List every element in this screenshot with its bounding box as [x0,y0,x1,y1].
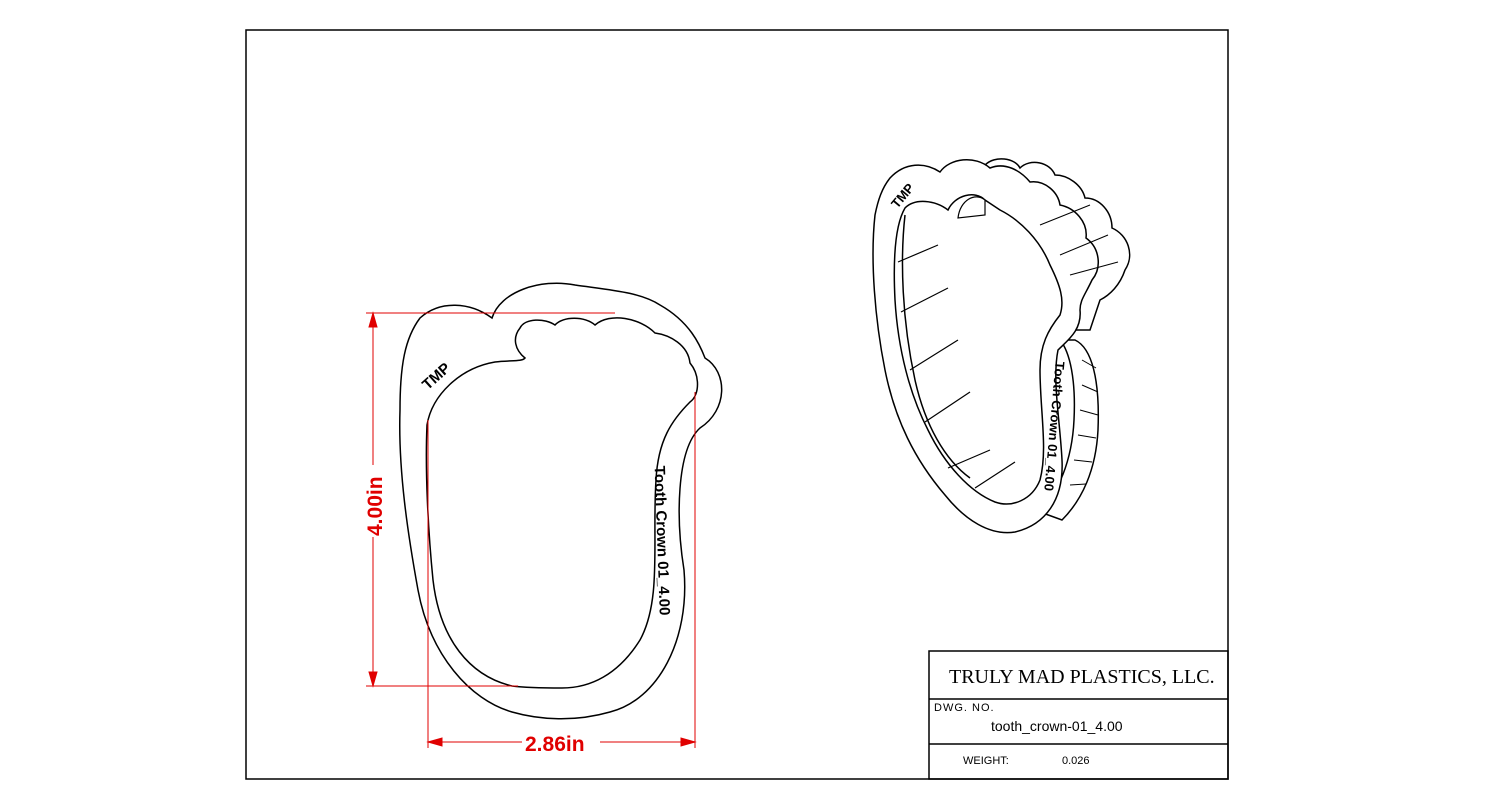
iso-view [872,158,1131,534]
company-name: TRULY MAD PLASTICS, LLC. [949,666,1215,688]
weight-label: WEIGHT: [963,755,1009,767]
iso-seg-5 [947,449,991,469]
front-outer-outline [399,282,723,720]
iso-wall-segments [897,196,1016,489]
dwg-no-value: tooth_crown-01_4.00 [991,718,1123,734]
iso-seg-2 [900,287,949,313]
iso-top-notch [957,196,986,219]
dimensions [366,311,697,748]
iso-inner-wall [901,214,971,479]
height-arrow-bottom [368,671,378,688]
iso-seg-3 [909,339,959,371]
front-inner-outline [425,317,699,689]
height-arrow-top [368,311,378,328]
width-dimension-label: 2.86in [525,733,585,756]
sheet-border [245,29,1229,780]
width-arrow-left [426,737,443,747]
front-engraving-tmp: TMP [419,360,454,394]
front-engraving-name: Tooth Crown 01_4.00 [651,465,673,615]
height-dimension-label: 4.00in [364,476,387,536]
width-arrow-right [680,737,697,747]
iso-seg-1 [897,244,939,263]
dwg-no-label: DWG. NO. [934,702,995,714]
iso-back-ridges [1039,204,1119,486]
iso-seg-6 [974,461,1016,489]
front-view [399,282,723,720]
title-block-frame [928,650,1229,780]
iso-seg-4 [924,391,971,423]
weight-value: 0.026 [1062,755,1090,767]
title-block [928,650,1229,780]
